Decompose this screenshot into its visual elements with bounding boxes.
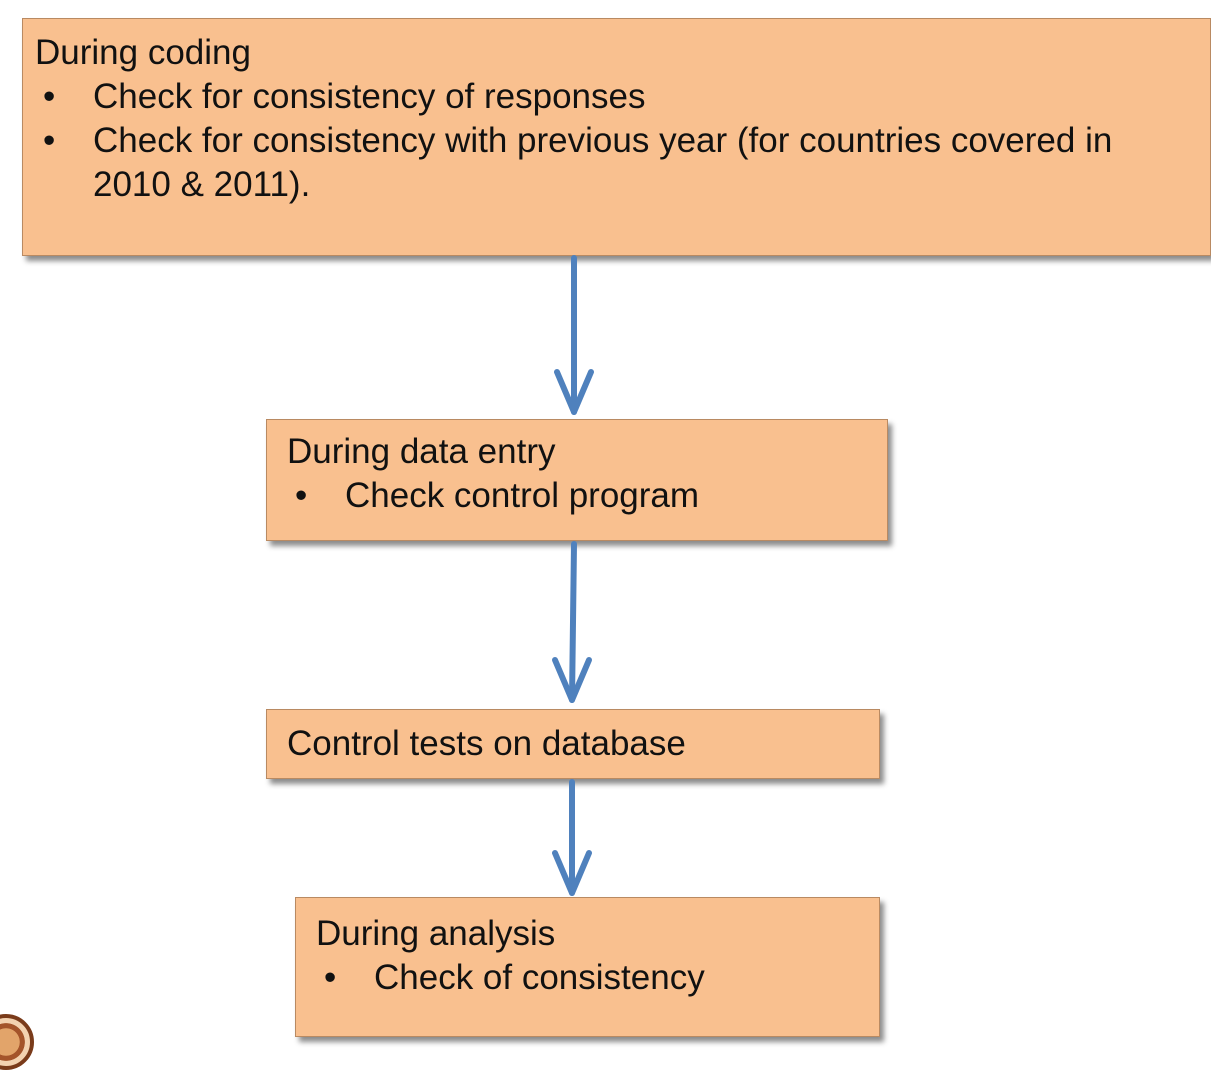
bullet-item: • Check of consistency bbox=[316, 956, 861, 1000]
step-title: During data entry bbox=[287, 432, 556, 471]
bullet-text: Check for consistency of responses bbox=[93, 77, 646, 116]
arrow-control-to-analysis bbox=[552, 779, 592, 896]
step-box-during-data-entry: During data entry • Check control progra… bbox=[266, 419, 888, 541]
arrow-coding-to-entry bbox=[554, 255, 594, 415]
bullet-list: • Check of consistency bbox=[316, 956, 861, 1000]
step-box-control-tests: Control tests on database bbox=[266, 709, 880, 779]
bullet-icon: • bbox=[324, 958, 337, 997]
bullet-list: • Check for consistency of responses • C… bbox=[35, 75, 1198, 207]
bullet-icon: • bbox=[43, 77, 56, 116]
bullet-text: Check of consistency bbox=[374, 958, 705, 997]
step-title: During analysis bbox=[316, 914, 556, 953]
bullet-list: • Check control program bbox=[287, 474, 869, 518]
step-title: Control tests on database bbox=[287, 724, 686, 763]
bullet-item: • Check control program bbox=[287, 474, 869, 518]
bullet-item: • Check for consistency of responses bbox=[35, 75, 1198, 119]
arrow-entry-to-control bbox=[552, 541, 592, 703]
bullet-icon: • bbox=[295, 476, 308, 515]
step-title: During coding bbox=[35, 33, 251, 72]
bullet-icon: • bbox=[43, 121, 56, 160]
bullet-text: Check control program bbox=[345, 476, 700, 515]
bullet-text: Check for consistency with previous year… bbox=[93, 121, 1113, 204]
bullet-item: • Check for consistency with previous ye… bbox=[35, 119, 1198, 207]
step-box-during-analysis: During analysis • Check of consistency bbox=[295, 897, 880, 1037]
logo-icon bbox=[0, 1014, 34, 1070]
step-box-during-coding: During coding • Check for consistency of… bbox=[22, 18, 1211, 256]
